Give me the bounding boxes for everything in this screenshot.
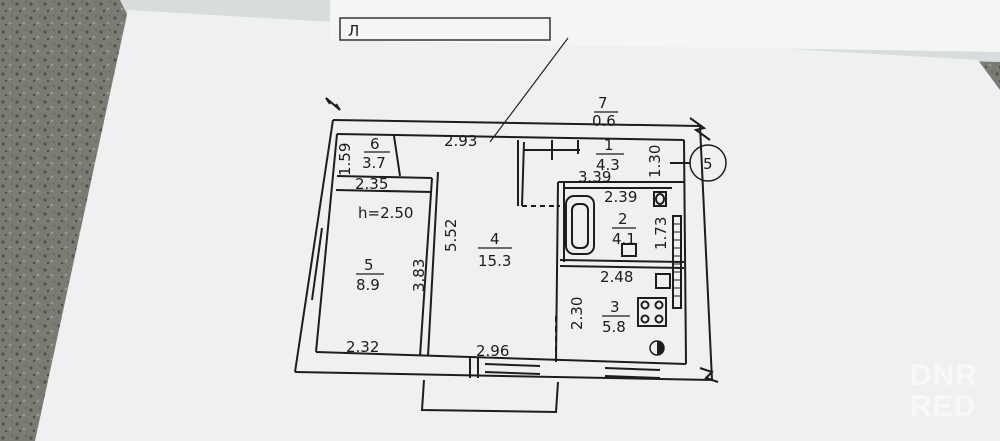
dim-3-39: 3.39	[578, 168, 611, 186]
leader-line	[489, 37, 569, 143]
left-wall-inner	[315, 133, 338, 353]
window-bottom-2b	[604, 375, 661, 379]
dim-2-96: 2.96	[476, 342, 509, 360]
ceiling-height: h=2.50	[358, 204, 413, 222]
watermark-line-2: RED	[910, 390, 976, 423]
top-wall-inner	[336, 133, 685, 141]
room-2-area: 4.1	[612, 230, 636, 248]
bath-sink	[621, 243, 637, 257]
closet-wall-left-b	[521, 141, 525, 207]
room-1-number: 1	[604, 136, 614, 154]
plan-drawing	[294, 97, 727, 414]
room-6-area: 3.7	[362, 154, 386, 172]
header-box	[339, 17, 551, 41]
meter-icon-fill	[657, 341, 664, 355]
dim-2-32: 2.32	[346, 338, 379, 356]
dim-1-73: 1.73	[652, 217, 670, 250]
right-wall-outer	[699, 125, 713, 381]
room-7-area: 0.6	[592, 112, 616, 130]
break-mark-bottom-right	[699, 367, 719, 383]
toilet-bowl	[655, 193, 665, 205]
vent-duct	[672, 215, 682, 309]
window-bottom-2a	[604, 367, 661, 371]
dim-1-59: 1.59	[336, 143, 354, 176]
room-5-number: 5	[364, 256, 374, 274]
dim-2-48: 2.48	[600, 268, 633, 286]
dim-2-93: 2.93	[444, 132, 477, 150]
room-5-area: 8.9	[356, 276, 380, 294]
burner-1	[640, 300, 650, 310]
top-document	[330, 0, 1000, 52]
partition-5-4b	[427, 171, 439, 357]
room-1-area: 4.3	[596, 156, 620, 174]
vent-hatch	[673, 223, 681, 297]
bottom-wall-outer	[294, 371, 713, 381]
room-4-number: 4	[490, 230, 500, 248]
burner-4	[654, 314, 664, 324]
dim-2-35: 2.35	[355, 175, 388, 193]
left-wall-outer	[294, 119, 334, 373]
dim-3-83: 3.83	[410, 259, 428, 292]
break-mark-top-right	[689, 117, 711, 141]
watermark-line-1: DNR	[910, 359, 978, 392]
window-bottom-1a	[484, 363, 541, 367]
bathtub-inner	[571, 203, 589, 249]
apartment-number: 5	[703, 155, 713, 173]
room-3-number: 3	[610, 298, 620, 316]
kitchen-sink	[655, 273, 671, 289]
room-6-number: 6	[370, 135, 380, 153]
bottom-wall-inner	[315, 351, 687, 365]
partition-5-4a	[419, 177, 433, 357]
dim-2-39: 2.39	[604, 188, 637, 206]
room-2-number: 2	[618, 210, 628, 228]
balcony	[420, 379, 559, 414]
stove	[637, 297, 667, 327]
dim-1-30: 1.30	[646, 145, 664, 178]
room6-bottom-wall-b	[335, 189, 433, 193]
burner-3	[640, 314, 650, 324]
dim-5-52: 5.52	[442, 219, 460, 252]
break-mark-top-left	[325, 97, 341, 111]
toilet	[653, 191, 667, 207]
burner-2	[654, 300, 664, 310]
room6-bottom-wall	[336, 175, 433, 179]
room6-right-wall	[393, 135, 401, 177]
top-wall-outer	[332, 119, 701, 127]
bath-bottom-wall-b	[559, 265, 685, 269]
dim-2-30: 2.30	[568, 297, 586, 330]
room-3-area: 5.8	[602, 318, 626, 336]
bath-bottom-wall	[559, 259, 685, 263]
bathtub	[565, 195, 595, 255]
paper-sheet	[35, 10, 1000, 441]
window-left-side	[311, 227, 323, 301]
header-fragment: Л	[348, 22, 359, 40]
apartment-circle	[689, 144, 727, 182]
room-4-area: 15.3	[478, 252, 511, 270]
right-wall-inner	[683, 139, 687, 365]
room-7-number: 7	[598, 94, 608, 112]
window-bottom-1b	[484, 371, 541, 375]
